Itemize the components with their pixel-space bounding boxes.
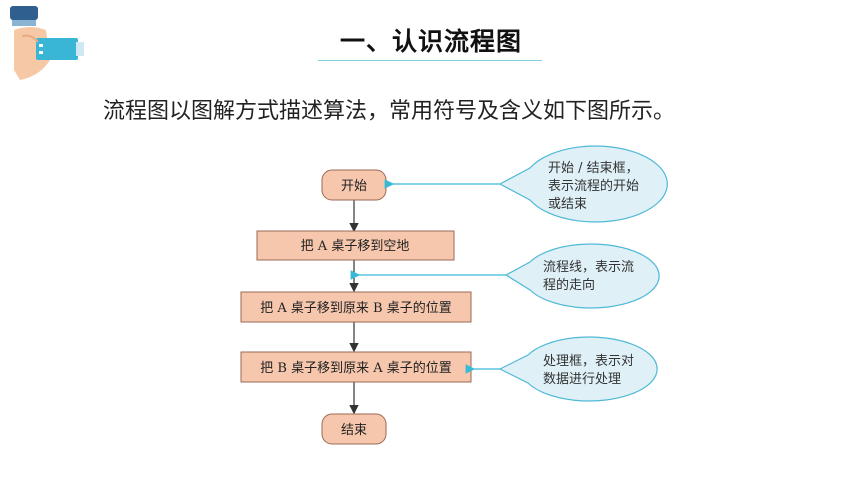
process-label-3: 把 B 桌子移到原来 A 桌子的位置 — [260, 360, 451, 376]
process-label-2: 把 A 桌子移到原来 B 桌子的位置 — [260, 300, 451, 316]
callout-bubble-flowline — [504, 243, 660, 309]
end-label: 结束 — [341, 423, 367, 438]
start-label: 开始 — [341, 179, 367, 194]
callout-terminal-line-2: 表示流程的开始 — [548, 178, 639, 194]
slide-title: 一、认识流程图 — [339, 27, 522, 56]
callout-flowline-line-1: 流程线，表示流 — [543, 260, 634, 275]
callout-flowline-line-2: 程的走向 — [543, 277, 595, 293]
process-label-1: 把 A 桌子移到空地 — [301, 239, 410, 254]
process-box-3 — [240, 351, 472, 383]
callout-bubble-process — [498, 336, 658, 402]
process-box-2 — [240, 291, 472, 323]
callout-bubble-terminal — [498, 145, 668, 223]
callout-process-line-1: 处理框，表示对 — [543, 354, 634, 369]
title-underline — [318, 60, 542, 61]
callout-terminal-line-3: 或结束 — [548, 197, 587, 212]
callout-terminal-line-1: 开始 / 结束框， — [548, 161, 639, 176]
slide-subtitle: 流程图以图解方式描述算法，常用符号及含义如下图所示。 — [103, 99, 676, 124]
callout-process-line-2: 数据进行处理 — [543, 372, 621, 387]
end-terminal — [321, 413, 387, 445]
usb-hand-logo-icon — [10, 6, 84, 80]
process-box-1 — [256, 230, 455, 261]
